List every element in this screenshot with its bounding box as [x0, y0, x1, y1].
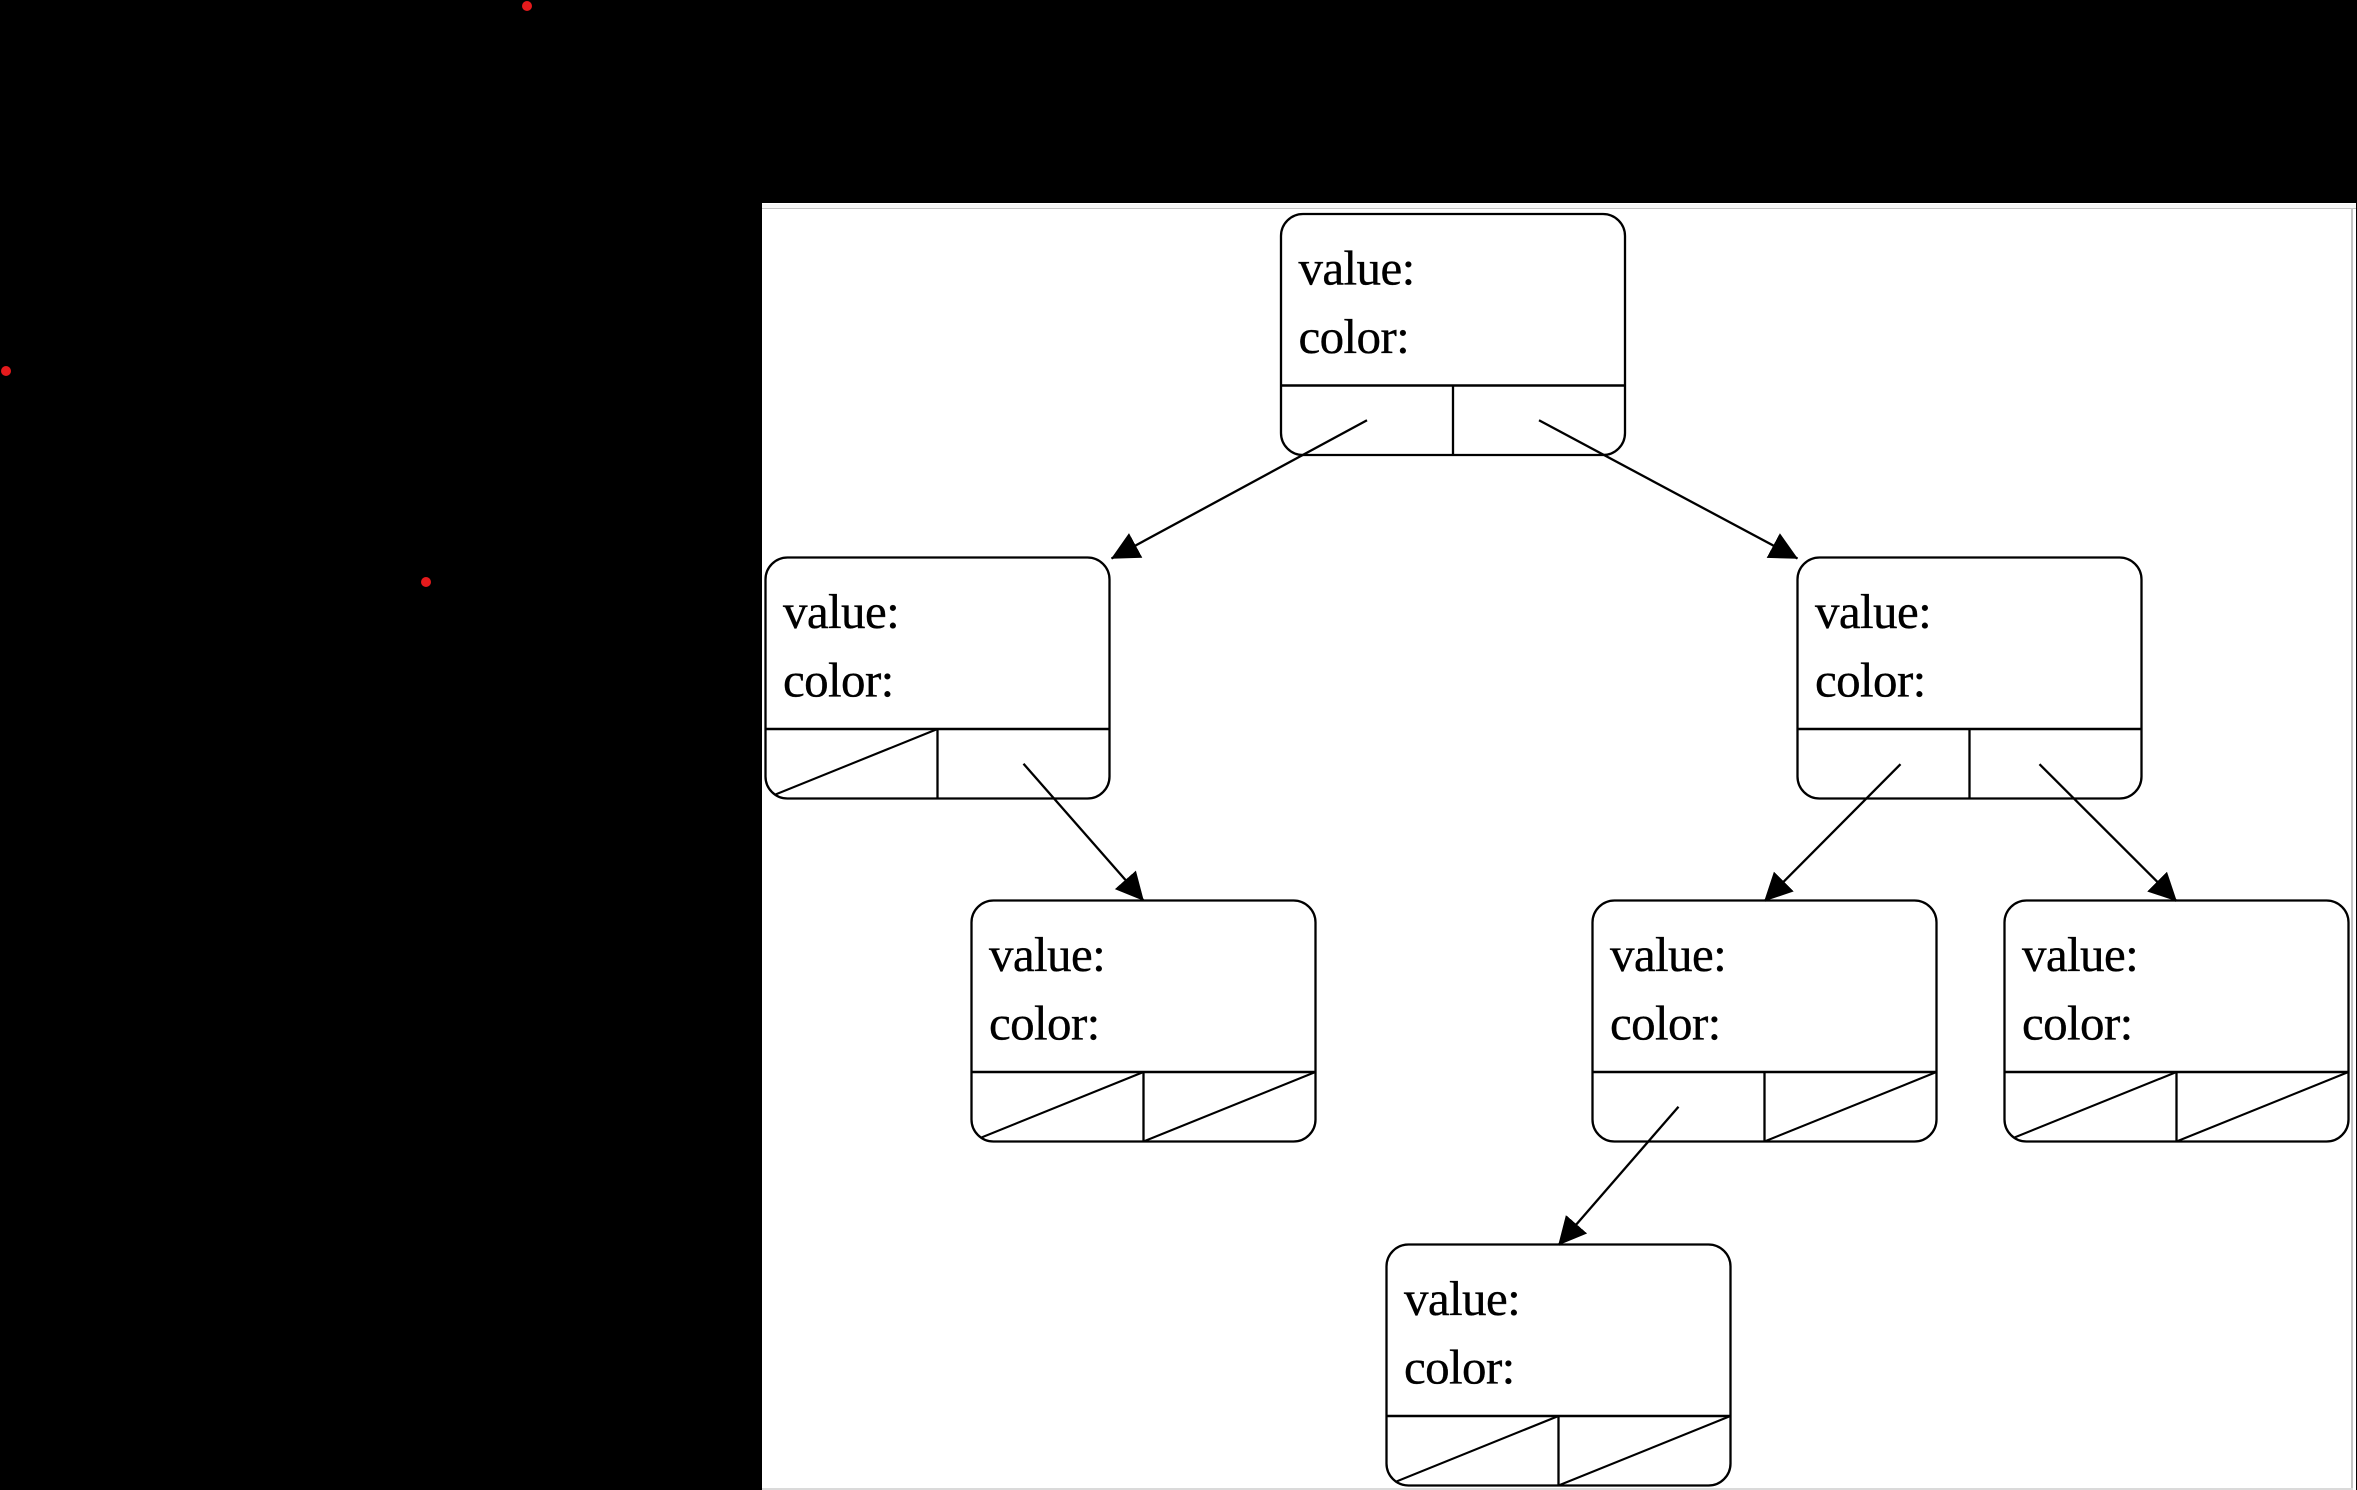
svg-text:color:: color:	[1404, 1340, 1515, 1395]
svg-text:value:: value:	[2022, 927, 2138, 982]
svg-text:color:: color:	[1815, 653, 1926, 708]
svg-text:value:: value:	[1404, 1271, 1520, 1326]
svg-text:value:: value:	[783, 584, 899, 639]
svg-text:value:: value:	[1610, 927, 1726, 982]
svg-text:value:: value:	[989, 927, 1105, 982]
svg-text:value:: value:	[1299, 241, 1415, 296]
svg-text:color:: color:	[1299, 309, 1410, 364]
svg-text:color:: color:	[989, 996, 1100, 1051]
svg-text:color:: color:	[783, 653, 894, 708]
svg-text:color:: color:	[2022, 996, 2133, 1051]
svg-text:value:: value:	[1815, 584, 1931, 639]
svg-text:color:: color:	[1610, 996, 1721, 1051]
